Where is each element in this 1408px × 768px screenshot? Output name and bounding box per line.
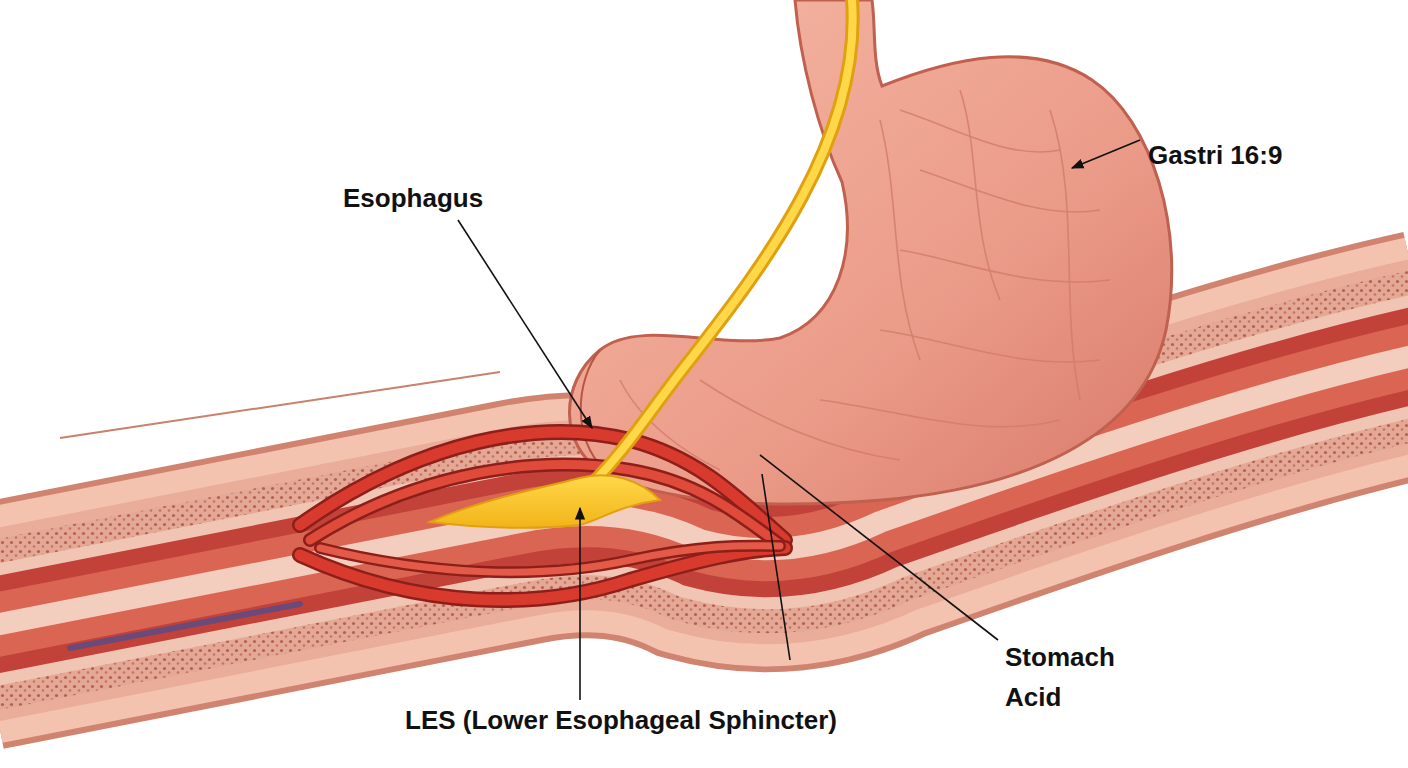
part-label: Esophagus xyxy=(343,182,483,214)
stomach-folds xyxy=(620,90,1110,470)
hernia-bulge xyxy=(581,350,605,470)
sphincter-muscle xyxy=(300,432,785,600)
part-label: Stomach Acid xyxy=(1005,637,1155,717)
inner-vessel xyxy=(70,604,300,648)
tube-fold xyxy=(60,372,500,438)
acid-stream xyxy=(430,0,853,528)
stomach xyxy=(569,0,1171,504)
leader-lines xyxy=(458,140,1140,700)
part-label: LES (Lower Esophageal Sphincter) xyxy=(405,704,837,736)
part-label: Gastri 16:9 xyxy=(1148,139,1282,171)
